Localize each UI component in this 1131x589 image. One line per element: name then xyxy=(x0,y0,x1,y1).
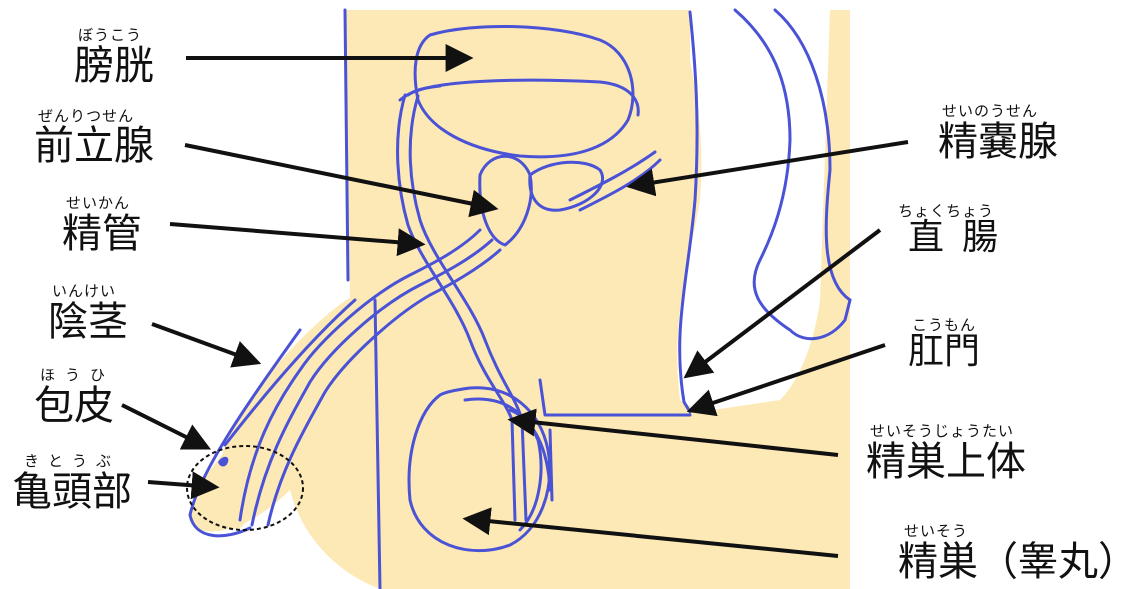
arrow-penis xyxy=(152,324,256,362)
penis-reading: いんけい xyxy=(52,284,116,299)
seminal-vesicle-reading: せいのうせん xyxy=(942,104,1038,119)
bladder-reading: ぼうこう xyxy=(78,28,142,43)
prostate-reading: ぜんりつせん xyxy=(38,109,134,124)
arrow-foreskin xyxy=(122,405,206,447)
epididymis-label: 精巣上体 xyxy=(866,442,1026,482)
rectum-label: 直腸 xyxy=(908,220,1016,256)
epididymis-reading: せいそうじょうたい xyxy=(870,424,1014,439)
foreskin-reading: ほうひ xyxy=(40,368,115,383)
anus-label: 肛門 xyxy=(908,334,980,370)
prostate-label: 前立腺 xyxy=(34,126,154,166)
arrow-rectum xyxy=(688,230,880,375)
glans-reading: きとうぶ xyxy=(24,454,120,469)
vas-deferens-reading: せいかん xyxy=(66,196,130,211)
body-tissue xyxy=(191,10,850,589)
testis-reading: せいそう xyxy=(904,524,968,539)
seminal-vesicle-label: 精嚢腺 xyxy=(938,122,1058,162)
testis-label: 精巣（睾丸） xyxy=(898,542,1131,582)
foreskin-label: 包皮 xyxy=(34,386,114,426)
vas-deferens-label: 精管 xyxy=(62,214,142,254)
glans-label: 亀頭部 xyxy=(12,472,132,512)
penis-label: 陰茎 xyxy=(48,302,128,342)
bladder-label: 膀胱 xyxy=(74,46,154,86)
